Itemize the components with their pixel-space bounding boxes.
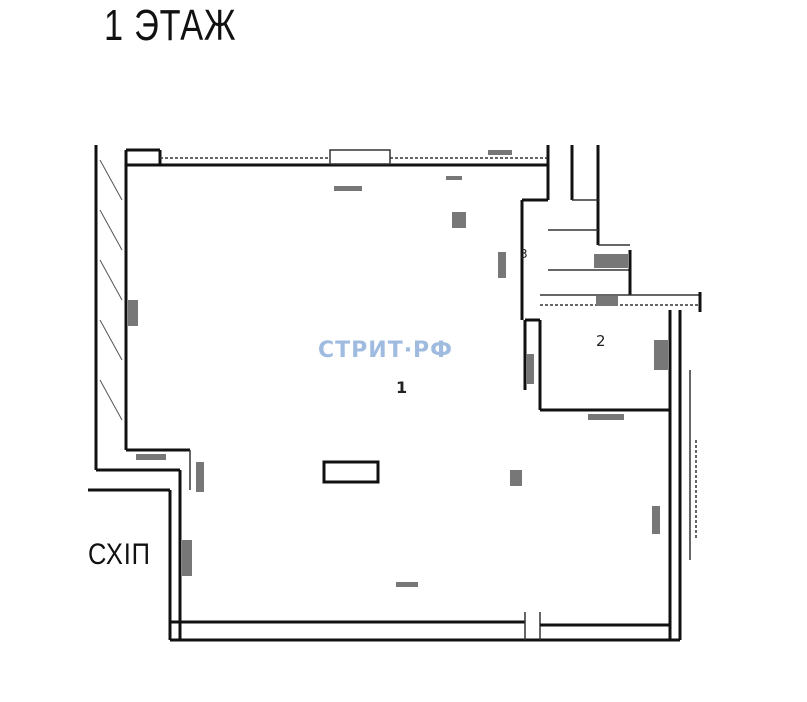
lower-left-wall [88,448,191,640]
bottom-wall [170,612,680,642]
left-exterior-wall [94,145,128,458]
room-label-main: 1 [396,378,408,397]
room-2-walls [523,310,672,412]
room-label-corridor: 3 [520,247,528,261]
interior-element [322,460,380,484]
top-wall [126,145,574,200]
side-label: СХIП [88,538,151,571]
room-label-small: 2 [596,332,606,350]
watermark-logo: СТРИТ·РФ [318,338,453,363]
right-exterior-wall [668,310,697,640]
floor-title: 1 ЭТАЖ [104,1,237,50]
service-block [520,145,702,320]
dimension-marks [128,150,668,587]
